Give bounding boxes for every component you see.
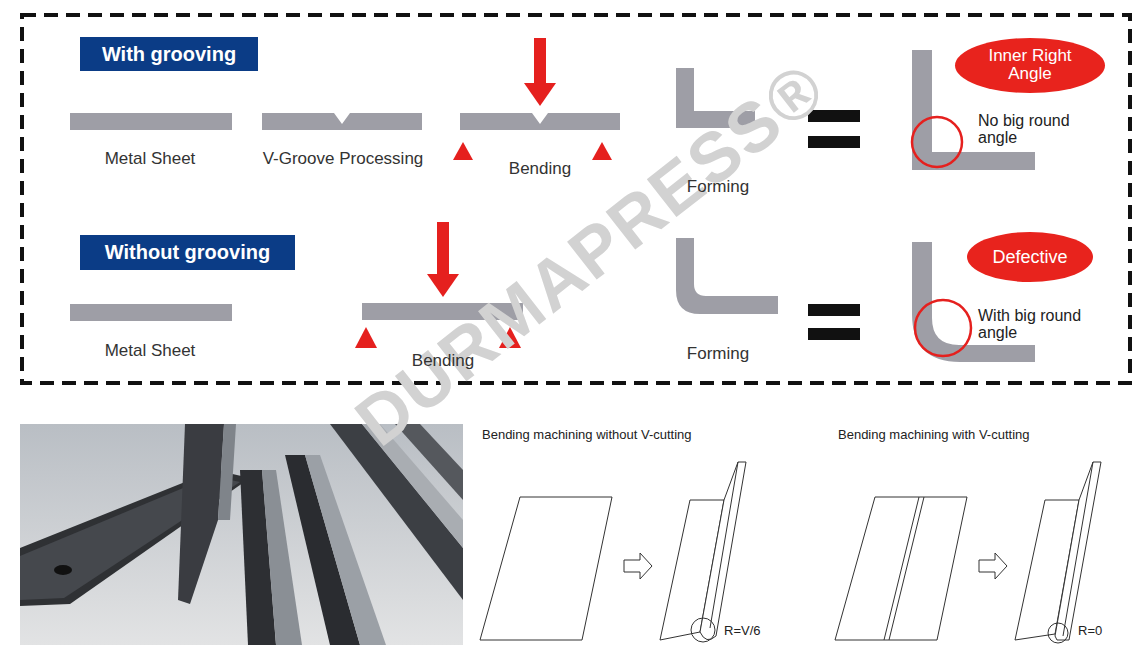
- flat-sheet: [480, 497, 612, 640]
- corner-highlight: [912, 117, 962, 167]
- step-caption: Forming: [687, 178, 749, 196]
- ellipse-fill: [967, 232, 1093, 282]
- result-note: With big round angle: [978, 308, 1103, 342]
- grooved-sheet: [460, 113, 620, 130]
- shape-text: Defective: [992, 248, 1067, 267]
- grooved-sheet: [262, 113, 422, 130]
- step-caption: V-Groove Processing: [263, 150, 424, 168]
- flange-edge: [1063, 462, 1093, 636]
- equals-sign: [808, 136, 860, 148]
- process-arrow: [979, 553, 1007, 579]
- result-note: No big round angle: [978, 113, 1098, 147]
- section-tag: Without grooving: [80, 235, 295, 270]
- step-caption: Metal Sheet: [105, 150, 196, 168]
- step-caption: Metal Sheet: [105, 342, 196, 360]
- bent-flange: [1055, 462, 1101, 640]
- drawing-title: Bending machining without V-cutting: [482, 428, 692, 442]
- step-caption: Bending: [412, 352, 474, 370]
- section-tag: With grooving: [80, 37, 258, 71]
- equals-sign: [808, 304, 860, 316]
- process-arrow: [624, 553, 652, 579]
- groove-line: [884, 497, 919, 640]
- radius-circle: [691, 618, 715, 642]
- product-photo: [20, 424, 463, 645]
- dashed-frame: [22, 15, 1130, 383]
- bar-hole: [54, 565, 72, 575]
- ellipse-fill: [955, 38, 1105, 93]
- radius-circle: [1048, 623, 1068, 643]
- formed-profile: [676, 238, 778, 314]
- drawing-title: Bending machining with V-cutting: [838, 428, 1030, 442]
- force-arrow: [524, 83, 556, 106]
- force-arrow: [534, 38, 546, 84]
- watermark: DURMAPRESS®: [343, 50, 839, 460]
- bent-flange: [700, 462, 746, 640]
- shape-text: With grooving: [102, 44, 236, 65]
- radius-label: R=V/6: [724, 624, 761, 638]
- flange-edge: [710, 462, 738, 628]
- metal-sheet: [70, 304, 232, 321]
- photo-background: [20, 424, 463, 645]
- support-triangle: [453, 142, 473, 160]
- grooved-sheet: [835, 497, 967, 640]
- force-arrow: [437, 222, 449, 275]
- verdict-ellipse: Defective: [967, 232, 1093, 282]
- step-caption: Bending: [509, 160, 571, 178]
- step-caption: Forming: [687, 345, 749, 363]
- equals-sign: [808, 328, 860, 340]
- support-triangle: [592, 142, 612, 160]
- l-profile: [178, 424, 224, 604]
- shape-text: Without grooving: [105, 242, 270, 263]
- support-triangle: [355, 327, 377, 348]
- l-profile: [218, 424, 236, 520]
- radius-label: R=0: [1078, 624, 1102, 638]
- groove-line: [889, 497, 924, 640]
- corner-highlight: [915, 300, 971, 356]
- verdict-ellipse: Inner Right Angle: [955, 38, 1105, 93]
- force-arrow: [427, 274, 459, 297]
- metal-sheet: [70, 113, 232, 130]
- shape-text: Inner Right Angle: [980, 47, 1080, 83]
- channel-profile: [305, 455, 386, 645]
